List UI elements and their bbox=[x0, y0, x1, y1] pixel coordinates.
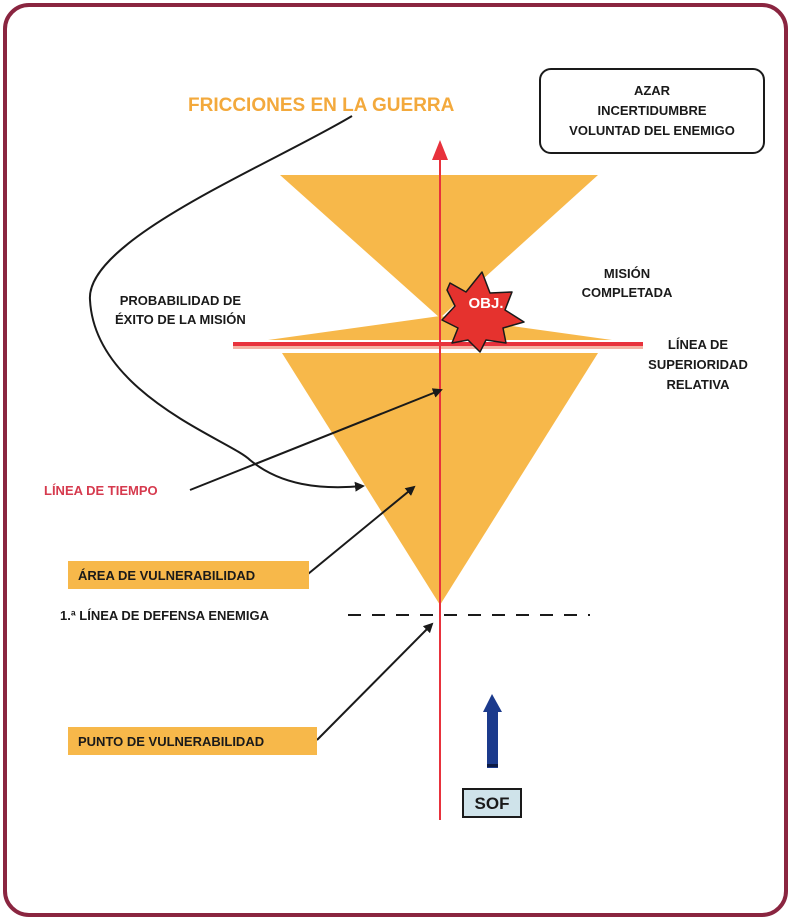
vulnerability-area-pointer-arrow bbox=[307, 485, 416, 575]
friction-factor-voluntad: VOLUNTAD DEL ENEMIGO bbox=[569, 123, 735, 138]
friction-curve bbox=[88, 115, 365, 492]
vulnerability-point-pointer-arrow bbox=[316, 622, 434, 741]
friction-factor-azar: AZAR bbox=[633, 83, 671, 98]
diagram-title: FRICCIONES EN LA GUERRA bbox=[188, 95, 455, 116]
objective-burst-icon bbox=[441, 271, 525, 353]
time-line-arrowhead bbox=[432, 140, 448, 160]
time-line-pointer-arrow bbox=[189, 388, 443, 491]
vulnerability-area-box: ÁREA DE VULNERABILIDAD bbox=[68, 561, 309, 589]
objective-label: OBJ. bbox=[468, 295, 504, 312]
sof-box: SOF bbox=[462, 788, 522, 818]
vulnerability-point-box: PUNTO DE VULNERABILIDAD bbox=[68, 727, 317, 755]
enemy-defense-line-label: 1.ª LÍNEA DE DEFENSA ENEMIGA bbox=[60, 608, 269, 623]
mission-completed-label: MISIÓN COMPLETADA bbox=[581, 266, 673, 300]
friction-factor-incertidumbre: INCERTIDUMBRE bbox=[597, 103, 707, 118]
time-line-label: LÍNEA DE TIEMPO bbox=[44, 483, 158, 498]
sof-label: SOF bbox=[474, 793, 510, 813]
probability-label: PROBABILIDAD DE ÉXITO DE LA MISIÓN bbox=[115, 293, 246, 327]
superiority-line-label: LÍNEA DE SUPERIORIDAD RELATIVA bbox=[648, 337, 748, 392]
sof-arrow-head bbox=[483, 694, 502, 712]
friction-factors-box: AZAR INCERTIDUMBRE VOLUNTAD DEL ENEMIGO bbox=[539, 68, 765, 154]
relative-superiority-line bbox=[233, 342, 643, 346]
sof-arrow-shaft bbox=[487, 710, 498, 768]
